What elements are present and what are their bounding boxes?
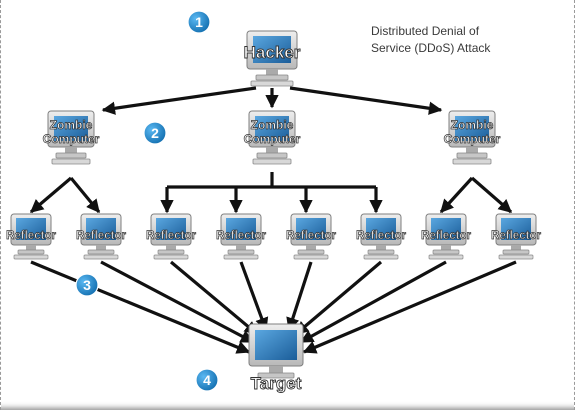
arrow-reflector-8-to-target	[302, 260, 517, 354]
arrow-reflector-5-to-target	[286, 261, 313, 332]
arrow-reflector-3-to-target	[169, 260, 259, 336]
reflector-4: Reflector	[216, 213, 267, 260]
reflector-2: Reflector	[76, 213, 127, 260]
reflector-7: Reflector	[421, 213, 472, 260]
reflector-3-label: Reflector	[146, 230, 196, 242]
arrow-reflector-2-to-target	[100, 260, 255, 344]
arrows	[29, 86, 517, 354]
zombie-3-label-line-1: Zombie	[451, 118, 494, 132]
diagram-title-line-1: Distributed Denial of	[371, 24, 480, 38]
arrow-reflector-7-to-target	[299, 260, 447, 344]
step-badge-4-number: 4	[203, 372, 211, 388]
zombie-2-label-line-2: Computer	[244, 132, 301, 146]
zombie-computer-3: Zombie Computer	[443, 110, 501, 165]
reflector-7-label: Reflector	[421, 230, 471, 242]
reflector-4-label: Reflector	[216, 230, 266, 242]
zombie-computer-2: Zombie Computer	[243, 110, 301, 165]
step-badge-1-number: 1	[195, 14, 203, 30]
zombie-computer-1: Zombie Computer	[42, 110, 100, 165]
arrow-zombie-1-to-reflector-1	[29, 176, 73, 214]
step-badge-2: 2	[143, 121, 167, 145]
step-badge-1: 1	[187, 10, 211, 34]
reflector-8: Reflector	[491, 213, 542, 260]
reflector-5-label: Reflector	[286, 230, 336, 242]
reflector-5: Reflector	[286, 213, 337, 260]
step-badge-3: 3	[75, 273, 99, 297]
arrow-zombie-1-to-reflector-2	[69, 176, 101, 214]
zombie-2-label-line-1: Zombie	[251, 118, 294, 132]
reflector-6-label: Reflector	[356, 230, 406, 242]
hacker-computer: Hacker	[243, 30, 301, 87]
arrow-zombie-3-to-reflector-8	[470, 176, 513, 214]
arrow-reflector-6-to-target	[294, 260, 383, 336]
arrow-reflector-4-to-target	[239, 261, 269, 332]
reflector-1-label: Reflector	[6, 230, 56, 242]
hacker-label: Hacker	[244, 43, 301, 62]
zombie-1-label-line-1: Zombie	[50, 118, 93, 132]
target-computer: Target	[248, 323, 304, 393]
reflector-6: Reflector	[356, 213, 407, 260]
reflector-2-label: Reflector	[76, 230, 126, 242]
arrow-reflector-1-to-target	[30, 260, 251, 354]
diagram-title-line-2: Service (DDoS) Attack	[371, 41, 491, 55]
reflector-3: Reflector	[146, 213, 197, 260]
arrow-zombie-3-to-reflector-7	[439, 176, 474, 214]
arrow-hacker-to-zombie-1	[101, 86, 257, 115]
reflector-8-label: Reflector	[491, 230, 541, 242]
arrow-hacker-to-zombie-3	[289, 86, 443, 115]
step-badge-2-number: 2	[151, 125, 159, 141]
zombie-3-label-line-2: Computer	[444, 132, 501, 146]
reflector-1: Reflector	[6, 213, 57, 260]
step-badge-4: 4	[195, 368, 219, 392]
target-label: Target	[251, 374, 302, 393]
zombie-1-label-line-2: Computer	[43, 132, 100, 146]
step-badge-3-number: 3	[83, 277, 91, 293]
